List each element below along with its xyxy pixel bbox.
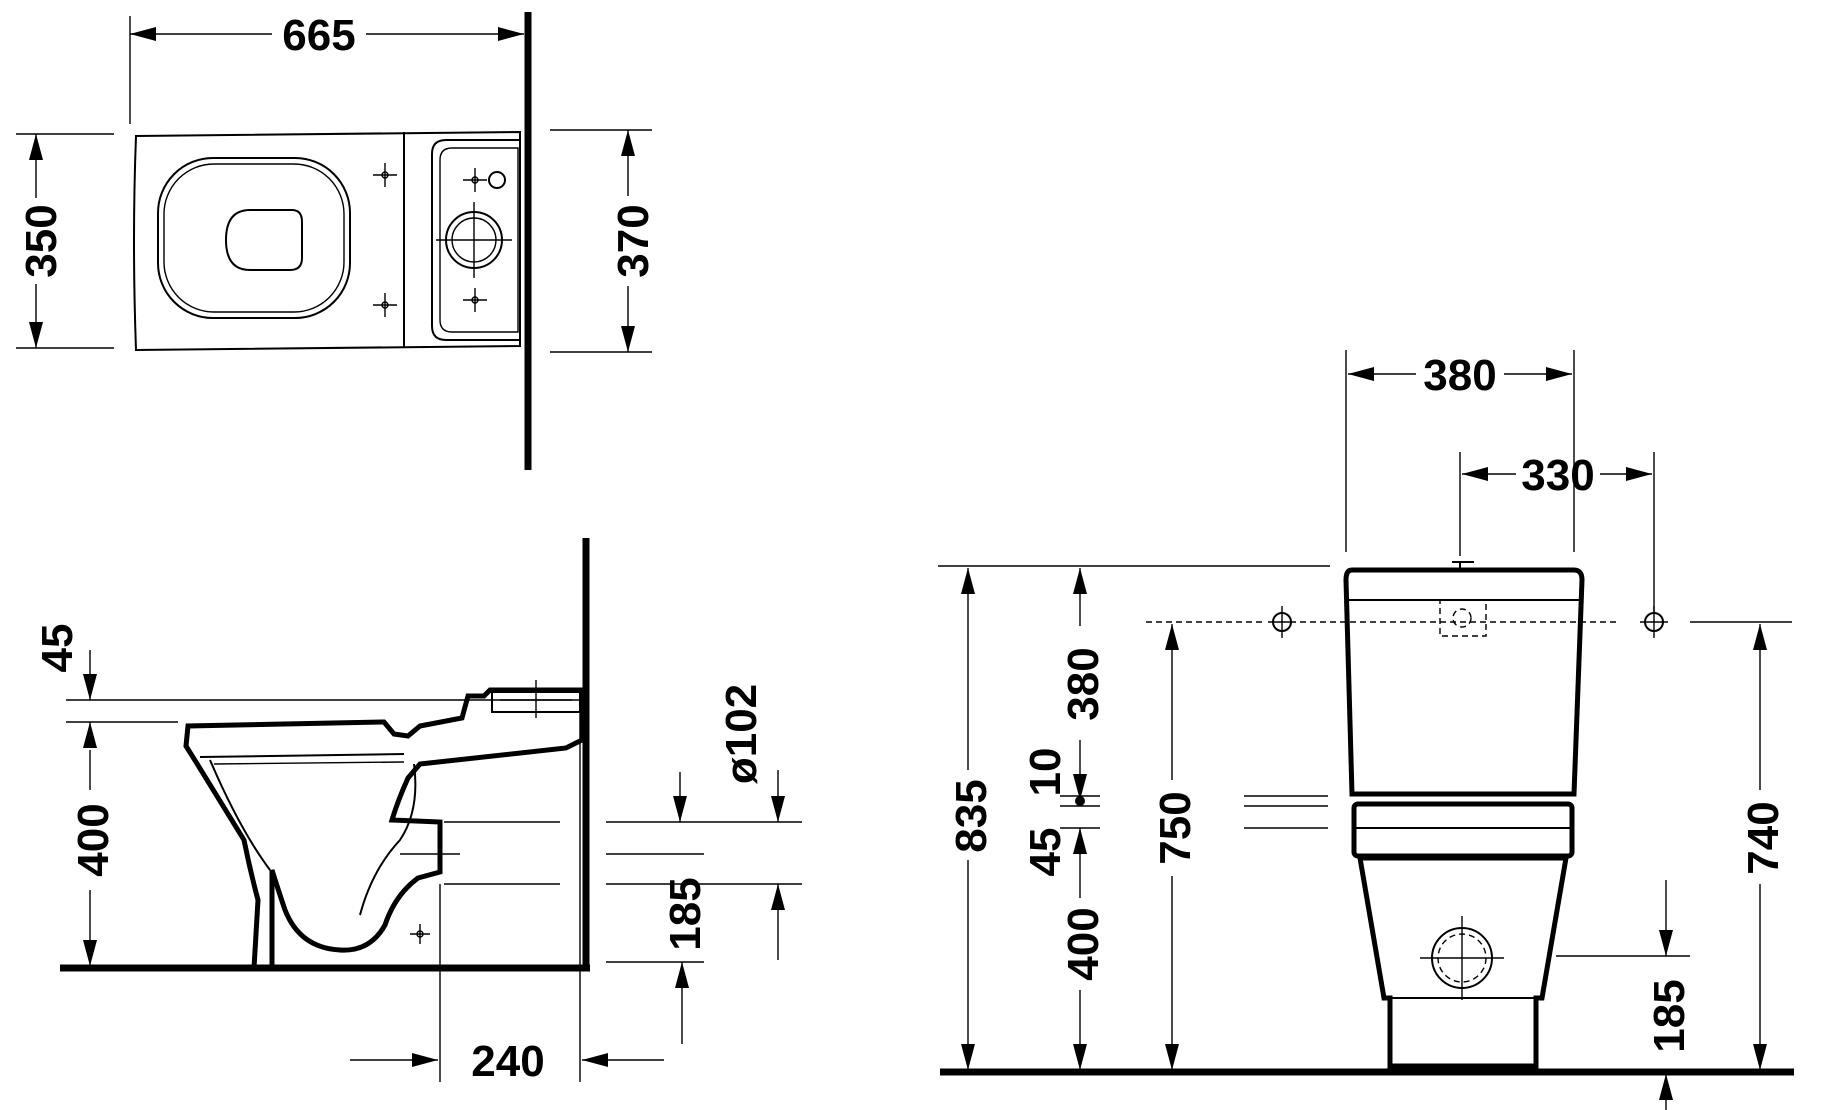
side-seat-gap-label: 45 — [33, 624, 82, 673]
front-view-tank — [1343, 567, 1585, 797]
dim-front-right-height: 740 — [1739, 624, 1788, 1070]
top-view-tank — [431, 139, 521, 341]
side-outlet-diameter-label: ø102 — [717, 684, 766, 784]
front-view-fixing-points — [1146, 606, 1792, 638]
side-view: 45 400 ø102 185 — [33, 538, 802, 1086]
front-fixing-height-label: 750 — [1151, 791, 1200, 864]
front-seat-height-label: 400 — [1059, 907, 1108, 980]
dim-side-seat-gap: 45 — [33, 624, 580, 748]
front-view: 380 330 835 380 — [938, 350, 1794, 1110]
front-tank-height-label: 380 — [1059, 647, 1108, 720]
top-view-seat — [157, 157, 351, 319]
front-right-height-label: 740 — [1739, 801, 1788, 874]
top-view-outline — [133, 130, 521, 352]
front-tank-width-label: 380 — [1423, 351, 1496, 400]
front-view-seat — [1351, 801, 1575, 859]
top-view-bowl-opening — [224, 209, 303, 271]
dim-front-fixing-height: 750 — [1151, 624, 1200, 1070]
top-view: 665 350 370 — [16, 11, 658, 470]
top-width-label: 665 — [282, 11, 355, 60]
dim-front-total-height: 835 — [938, 565, 1330, 1070]
side-view-fixing-cross — [410, 924, 430, 944]
dim-side-outlet-diameter: ø102 — [606, 684, 802, 960]
front-gap-10-label: 10 — [1021, 748, 1070, 797]
top-depth-left-label: 350 — [17, 204, 66, 277]
front-total-height-label: 835 — [947, 779, 996, 852]
dim-side-outlet-offset: 240 — [350, 884, 664, 1086]
dim-front-tank-width: 380 — [1345, 350, 1575, 552]
front-fixing-spacing-label: 330 — [1521, 451, 1594, 500]
dim-top-width: 665 — [129, 11, 524, 124]
dim-top-depth-right: 370 — [550, 129, 658, 353]
top-view-fixing-crosses — [373, 163, 487, 317]
side-view-bowl-outline — [183, 687, 585, 969]
dim-front-stack: 380 10 45 400 — [1021, 568, 1328, 1070]
dim-side-outlet-height: 185 — [606, 853, 710, 1044]
dim-side-seat-height: 400 — [69, 750, 118, 966]
dim-top-depth-left: 350 — [16, 133, 114, 349]
front-outlet-height-label: 185 — [1645, 979, 1694, 1052]
side-view-seat — [199, 753, 405, 758]
side-outlet-height-label: 185 — [661, 877, 710, 950]
front-view-bowl — [1357, 855, 1569, 1069]
dim-front-outlet-height: 185 — [1556, 880, 1694, 1110]
side-outlet-offset-label: 240 — [471, 1037, 544, 1086]
front-view-flush-valve — [1439, 599, 1487, 637]
front-gap-45-label: 45 — [1021, 828, 1070, 877]
side-seat-height-label: 400 — [69, 803, 118, 876]
dim-front-fixing-spacing: 330 — [1459, 451, 1655, 612]
top-depth-right-label: 370 — [609, 204, 658, 277]
